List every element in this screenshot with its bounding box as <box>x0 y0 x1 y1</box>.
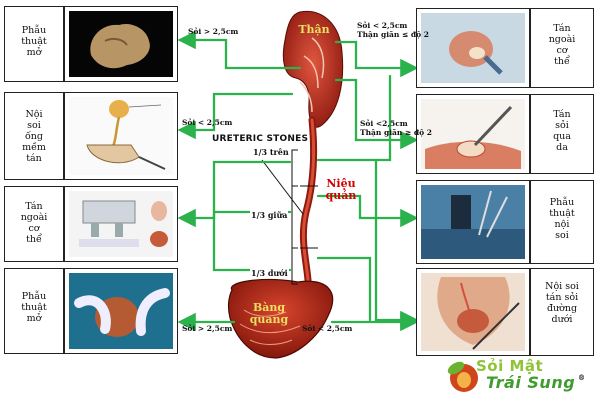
condition-kidney-large: Sỏi > 2,5cm <box>188 27 239 36</box>
treatment-label: Tán ngoài cơ thể <box>548 23 576 67</box>
treatment-label: Nội soi ống mềm tán <box>22 109 46 164</box>
logo-line-2: Trái Sung <box>486 373 576 392</box>
treatment-label: Phẫu thuật nội soi <box>549 197 575 241</box>
left-box-2-label: Nội soi ống mềm tán <box>4 92 64 180</box>
fig-logo-icon <box>447 361 478 392</box>
laparoscopic-surgery-image <box>421 185 525 259</box>
treatment-label: Tán sỏi qua da <box>553 109 571 153</box>
right-box-2-label: Tán sỏi qua da <box>530 94 594 174</box>
logo-trademark: ® <box>578 373 585 382</box>
kidney-shape <box>282 10 344 128</box>
ureter-label: Niệu quản <box>325 177 357 202</box>
segment-lower: 1/3 dưới <box>250 268 289 278</box>
left-box-1-label: Phẫu thuật mở <box>4 6 64 82</box>
left-box-2-image <box>64 92 178 180</box>
left-box-1-image <box>64 6 178 82</box>
condition-kidney-small-severe: Sỏi <2,5cm Thận giãn ≥ độ 2 <box>360 119 432 137</box>
eswl-kidney-image <box>421 13 525 83</box>
bladder-label: Bàng quang <box>249 301 289 326</box>
right-box-3-label: Phẫu thuật nội soi <box>530 180 594 264</box>
condition-kidney-small-mild: Sỏi < 2,5cm Thận giãn ≤ độ 2 <box>357 21 429 39</box>
left-box-4-label: Phẫu thuật mở <box>4 268 64 354</box>
right-box-1-image <box>416 8 530 88</box>
treatment-label: Phẫu thuật mở <box>21 25 47 58</box>
bladder-shape <box>227 278 334 359</box>
eswl-machine-image <box>69 191 173 257</box>
treatment-label: Nội soi tán sỏi đường dưới <box>545 281 579 325</box>
right-box-2-image <box>416 94 530 174</box>
open-bladder-surgery-image <box>69 273 173 349</box>
condition-kidney-small: Sỏi < 2,5cm <box>182 118 233 127</box>
lower-endoscopy-image <box>421 273 525 351</box>
segment-upper: 1/3 trên <box>252 147 290 157</box>
open-surgery-stone-image <box>69 11 173 77</box>
pcnl-image <box>421 99 525 169</box>
bladder-rugae <box>239 309 301 345</box>
kidney-label: Thận <box>298 23 330 36</box>
ureteric-stones-title: URETERIC STONES <box>212 134 309 144</box>
stones-pointer <box>261 159 304 215</box>
treatment-label: Tán ngoài cơ thể <box>20 201 48 245</box>
segment-middle: 1/3 giữa <box>250 210 289 220</box>
condition-bladder-small: Sỏi < 2,5cm <box>302 324 353 333</box>
flexible-ureteroscopy-image <box>69 97 173 175</box>
treatment-label: Phẫu thuật mở <box>21 291 47 324</box>
segment-brackets <box>291 149 318 285</box>
left-box-3-image <box>64 186 178 262</box>
left-box-3-label: Tán ngoài cơ thể <box>4 186 64 262</box>
right-box-4-label: Nội soi tán sỏi đường dưới <box>530 268 594 356</box>
ureter-lumen <box>301 118 316 282</box>
logo-line-1: Sỏi Mật <box>476 357 544 375</box>
condition-bladder-large: Sỏi > 2,5cm <box>182 324 233 333</box>
left-box-4-image <box>64 268 178 354</box>
right-box-1-label: Tán ngoài cơ thể <box>530 8 594 88</box>
right-box-4-image <box>416 268 530 356</box>
kidney-calyces <box>299 37 325 113</box>
arrows <box>177 30 419 332</box>
right-box-3-image <box>416 180 530 264</box>
